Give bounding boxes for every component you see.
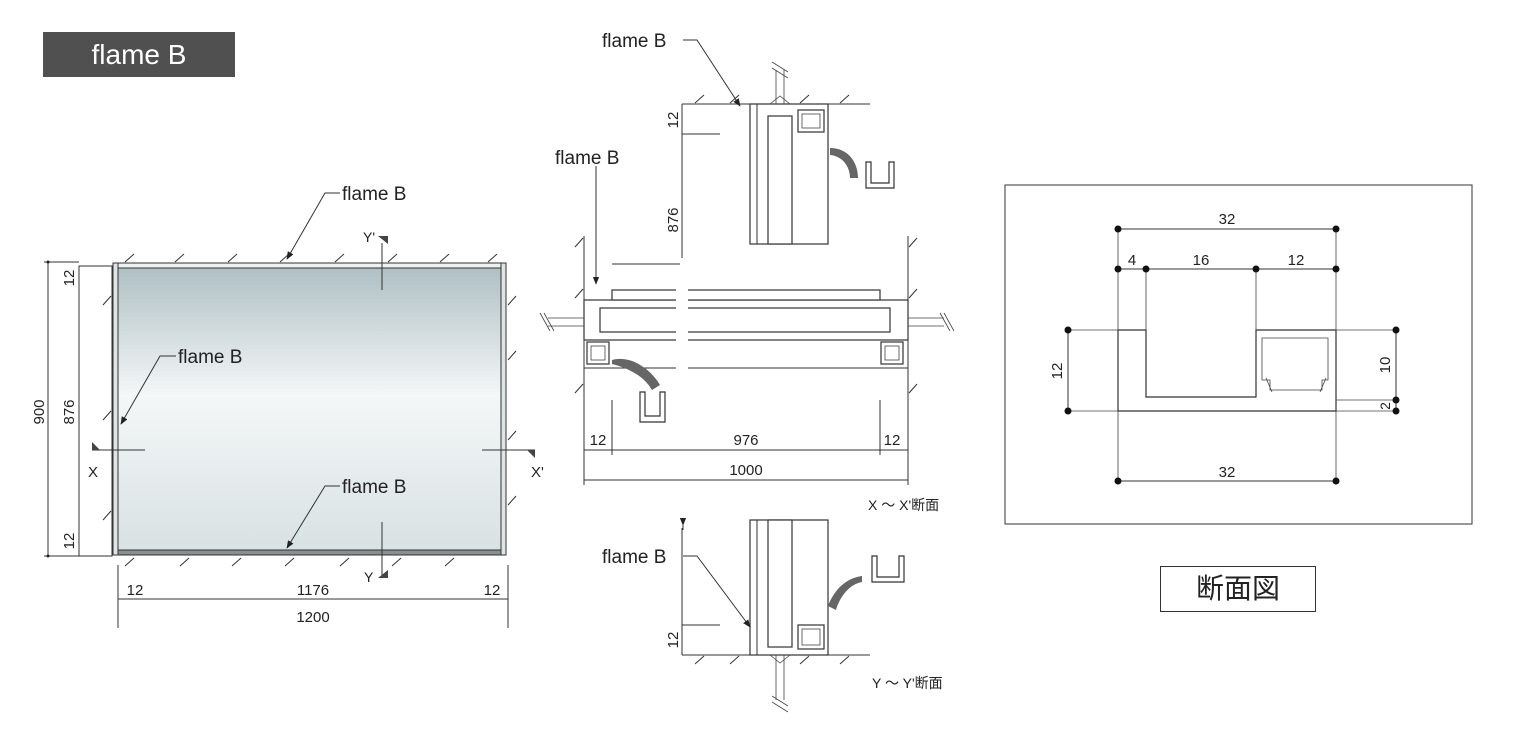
marker-x-left: X: [88, 464, 98, 481]
dim-overall-width: 1200: [296, 609, 329, 626]
xx-dim-overall: 1000: [729, 462, 762, 479]
callout-inner-left: flame B: [178, 347, 242, 368]
dim-left-frame: 12: [127, 582, 144, 599]
dim-right-frame: 12: [484, 582, 501, 599]
callout-xx-top: flame B: [555, 148, 619, 169]
xx-dim-inner: 976: [733, 432, 758, 449]
callout-bottom: flame B: [342, 477, 406, 498]
marker-y-top: Y': [363, 229, 375, 245]
profile-detail: [1004, 184, 1473, 525]
frame-bottom: [112, 549, 507, 556]
profile-dim-height-right: 10: [1377, 357, 1394, 374]
dim-inner-height: 876: [61, 399, 78, 424]
wall-hatching: [102, 253, 517, 567]
dim-overall-height: 900: [31, 399, 48, 424]
xx-dim-right: 12: [884, 432, 901, 449]
title-badge: flame B: [43, 32, 235, 77]
yy-section-bottom: [679, 517, 905, 713]
yy-section-top: [681, 39, 895, 258]
callout-top: flame B: [342, 184, 406, 205]
callout-yy-bottom: flame B: [602, 547, 666, 568]
xx-section: [539, 166, 955, 598]
profile-dim-bottom-total: 32: [1219, 464, 1236, 481]
frame-top: [112, 262, 507, 269]
marker-y-bottom: Y: [364, 569, 374, 585]
callout-yy-top: flame B: [602, 31, 666, 52]
profile-dim-top-total: 32: [1219, 211, 1236, 228]
front-elevation: [44, 192, 535, 628]
dim-inner-width: 1176: [297, 582, 329, 599]
profile-dim-height-base: 2: [1377, 402, 1393, 410]
xx-dim-left: 12: [590, 432, 607, 449]
dim-bottom-frame: 12: [61, 533, 78, 550]
frame-right: [500, 262, 507, 556]
profile-dim-seg-b: 16: [1193, 252, 1210, 269]
marker-x-right: X': [531, 464, 544, 481]
glass-panel: [116, 265, 505, 554]
profile-dim-height-left: 12: [1049, 363, 1066, 380]
yy-dim-bottom-frame: 12: [665, 632, 682, 649]
section-diagram-caption: 断面図: [1160, 566, 1316, 612]
yy-section-title: Y ～ Y'断面: [872, 675, 943, 691]
yy-dim-inner: 876: [665, 207, 682, 232]
profile-dim-seg-a: 4: [1128, 252, 1136, 269]
frame-left: [112, 262, 119, 556]
dim-top-frame: 12: [61, 270, 78, 287]
yy-dim-top-frame: 12: [665, 112, 682, 129]
xx-section-title: X ～ X'断面: [868, 497, 939, 513]
profile-dim-seg-c: 12: [1288, 252, 1305, 269]
